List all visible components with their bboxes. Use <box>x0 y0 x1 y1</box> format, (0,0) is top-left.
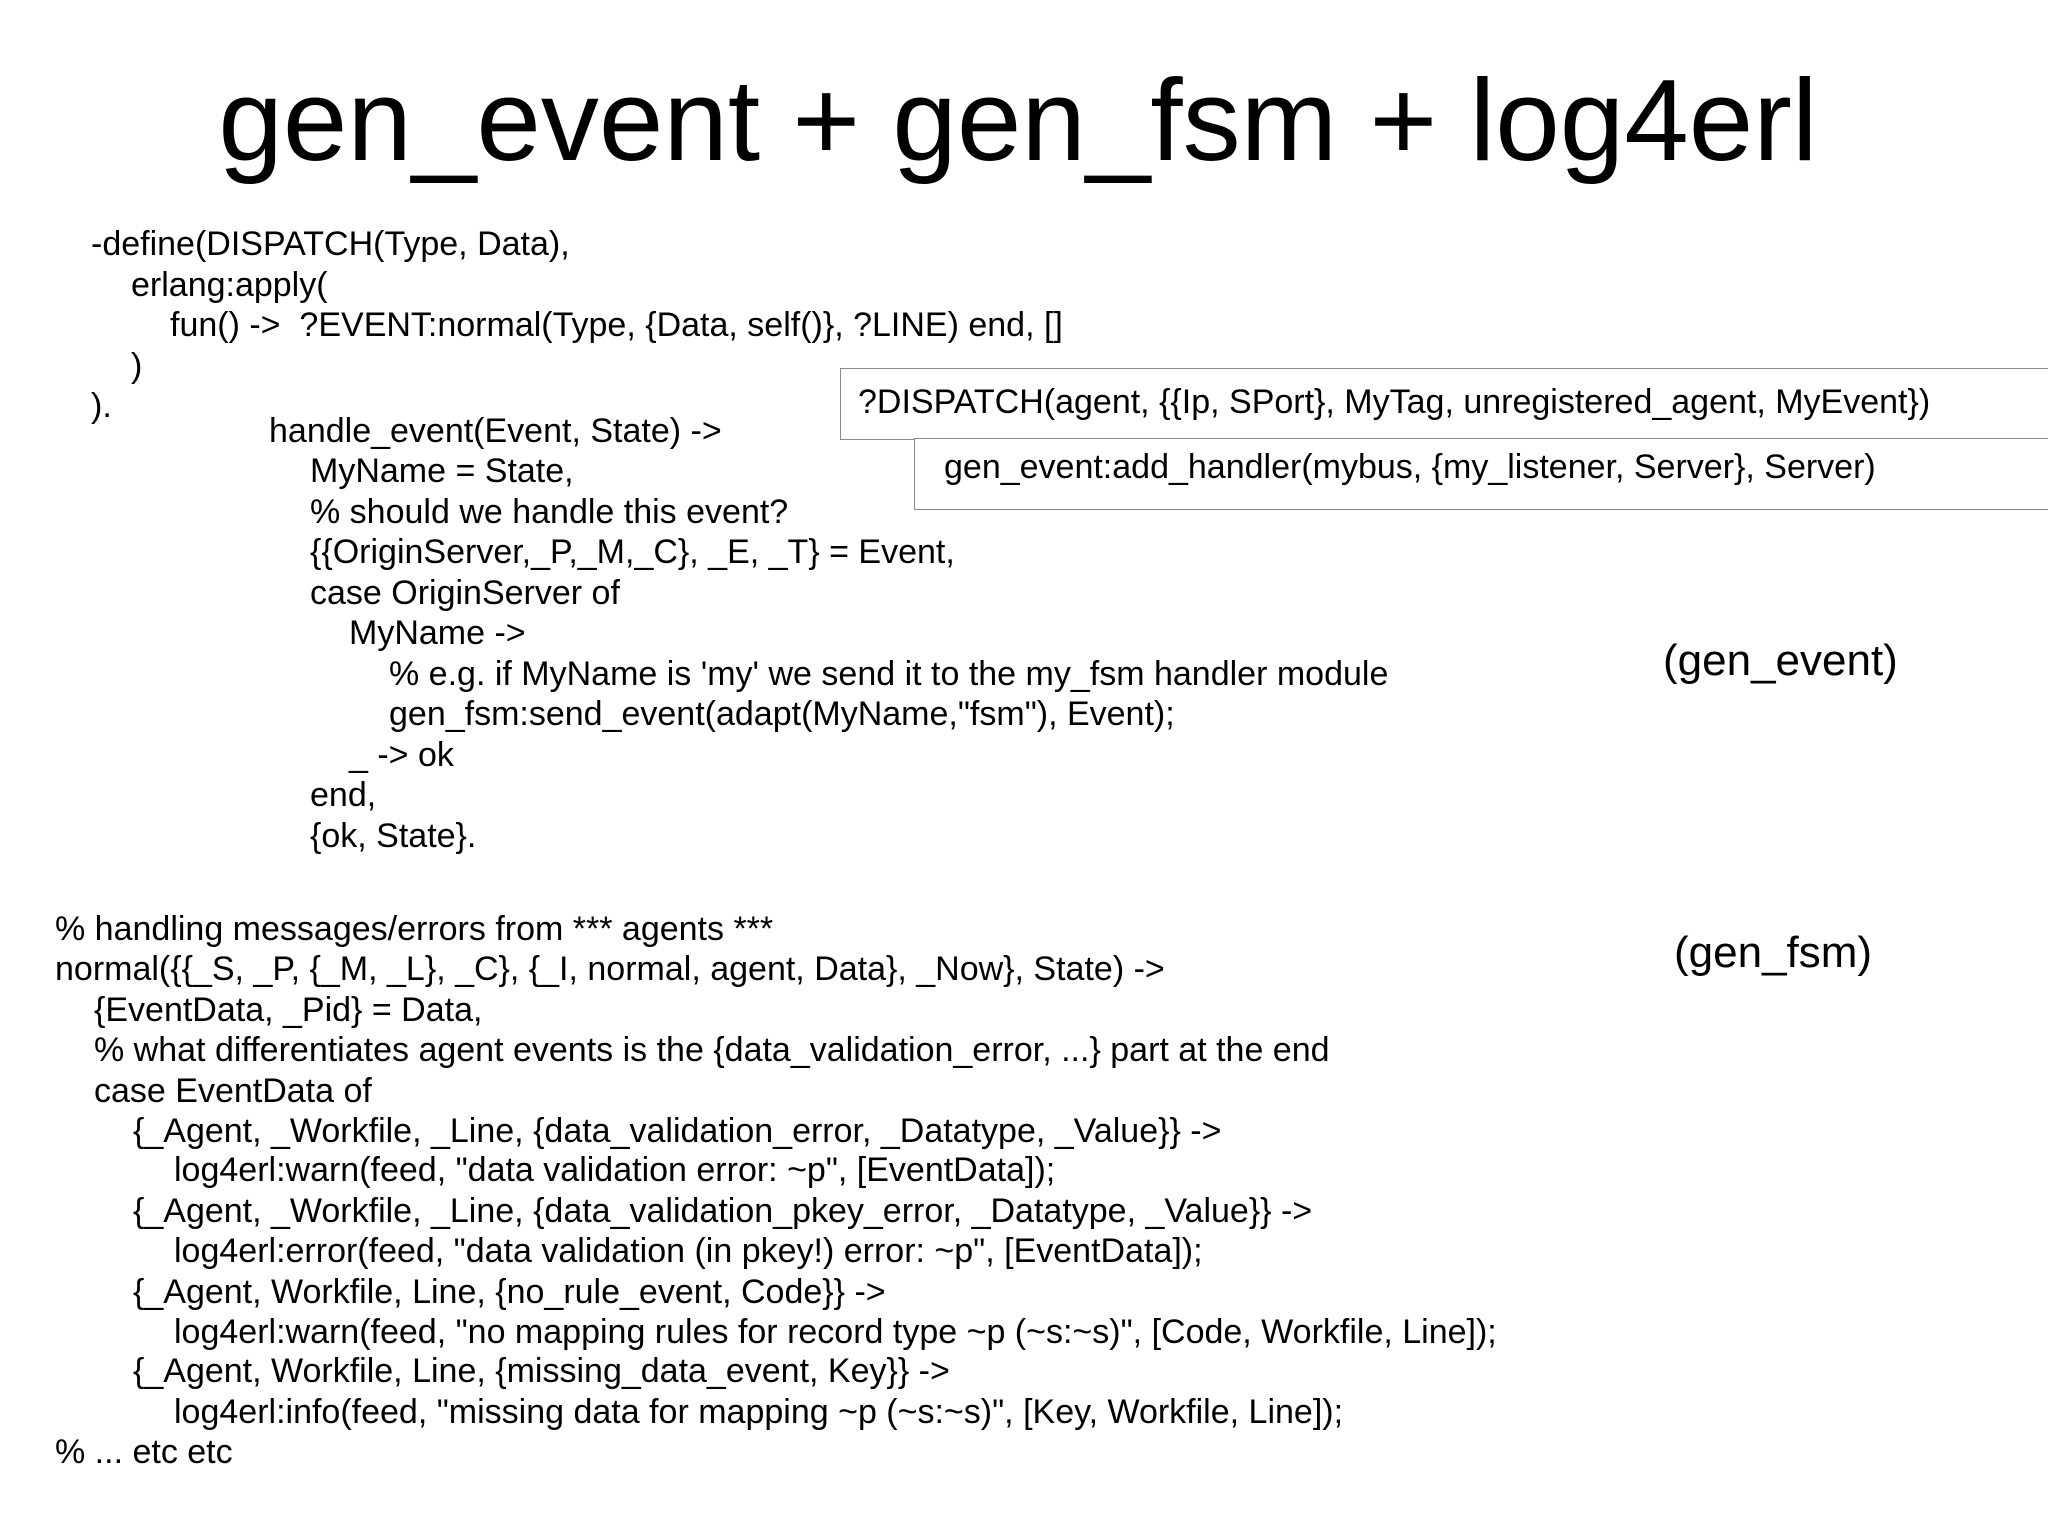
normal-line: {_Agent, _Workfile, _Line, {data_validat… <box>133 1192 1313 1230</box>
normal-line: log4erl:warn(feed, "data validation erro… <box>174 1151 1056 1189</box>
normal-line: {_Agent, Workfile, Line, {missing_data_e… <box>133 1352 950 1390</box>
handle-event-line: MyName = State, <box>310 452 574 490</box>
handle-event-line: % should we handle this event? <box>310 493 789 531</box>
normal-line: log4erl:info(feed, "missing data for map… <box>174 1393 1344 1431</box>
normal-line: % ... etc etc <box>55 1433 233 1471</box>
normal-line: log4erl:warn(feed, "no mapping rules for… <box>174 1313 1497 1351</box>
add-handler-call-box: gen_event:add_handler(mybus, {my_listene… <box>914 438 2048 510</box>
add-handler-call-text: gen_event:add_handler(mybus, {my_listene… <box>944 448 1876 486</box>
dispatch-call-box: ?DISPATCH(agent, {{Ip, SPort}, MyTag, un… <box>840 368 2048 440</box>
normal-line: % handling messages/errors from *** agen… <box>55 910 774 948</box>
normal-line: % what differentiates agent events is th… <box>94 1031 1330 1069</box>
normal-line: {_Agent, Workfile, Line, {no_rule_event,… <box>133 1273 886 1311</box>
handle-event-line: end, <box>310 776 377 814</box>
handle-event-line: _ -> ok <box>349 736 454 774</box>
handle-event-line: % e.g. if MyName is 'my' we send it to t… <box>389 655 1389 693</box>
gen-event-label: (gen_event) <box>1663 636 1898 685</box>
handle-event-line: gen_fsm:send_event(adapt(MyName,"fsm"), … <box>389 695 1175 733</box>
normal-line: {_Agent, _Workfile, _Line, {data_validat… <box>133 1112 1222 1150</box>
slide-title: gen_event + gen_fsm + log4erl <box>218 55 1818 185</box>
handle-event-line: case OriginServer of <box>310 574 620 612</box>
normal-line: {EventData, _Pid} = Data, <box>94 991 483 1029</box>
define-line: ). <box>91 387 112 425</box>
handle-event-line: handle_event(Event, State) -> <box>269 412 722 450</box>
gen-fsm-label: (gen_fsm) <box>1674 928 1873 977</box>
define-line: erlang:apply( <box>131 266 328 304</box>
define-line: -define(DISPATCH(Type, Data), <box>91 225 570 263</box>
handle-event-line: {{OriginServer,_P,_M,_C}, _E, _T} = Even… <box>310 533 955 571</box>
define-line: fun() -> ?EVENT:normal(Type, {Data, self… <box>170 306 1063 344</box>
dispatch-call-text: ?DISPATCH(agent, {{Ip, SPort}, MyTag, un… <box>858 383 1931 421</box>
normal-line: log4erl:error(feed, "data validation (in… <box>174 1232 1203 1270</box>
normal-line: case EventData of <box>94 1072 372 1110</box>
define-line: ) <box>131 347 143 385</box>
handle-event-line: MyName -> <box>349 614 526 652</box>
handle-event-line: {ok, State}. <box>310 817 477 855</box>
normal-line: normal({{_S, _P, {_M, _L}, _C}, {_I, nor… <box>55 950 1165 988</box>
